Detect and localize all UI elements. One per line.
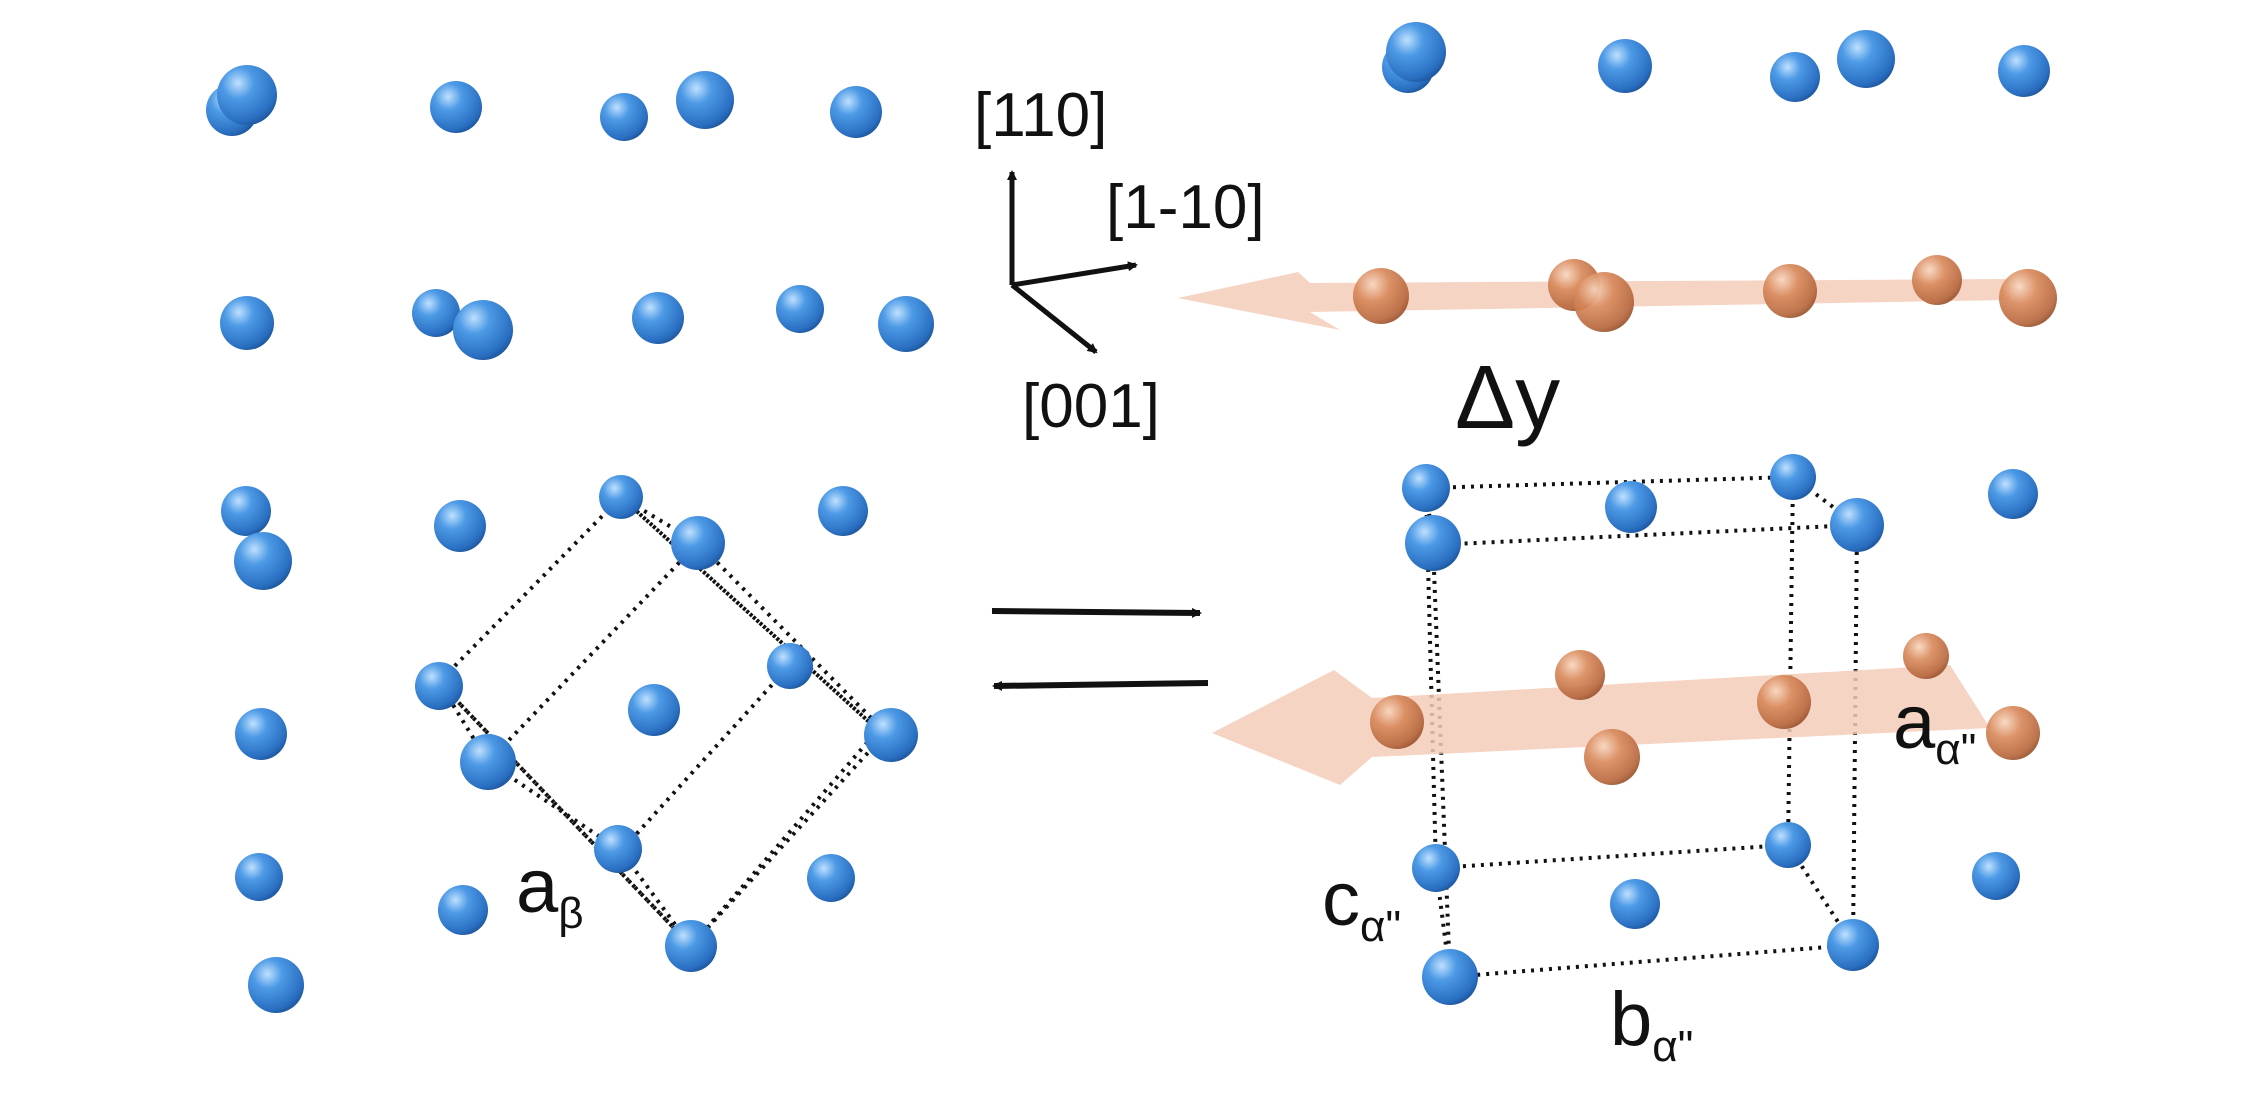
atom [1412,844,1460,892]
atom-orange [1370,695,1424,749]
atom [453,300,513,360]
atom [1422,949,1478,1005]
atom [415,662,463,710]
atom [1402,464,1450,512]
atom [767,643,813,689]
atom [864,708,918,762]
crystal-axes [1007,170,1138,354]
atom [1770,454,1816,500]
atom [632,292,684,344]
atom [807,854,855,902]
atom [665,920,717,972]
atom [1837,30,1895,88]
atom-orange [1999,269,2057,327]
a-beta-label: aβ [516,844,584,938]
delta-y-label: Δy [1455,348,1560,448]
atom [1998,45,2050,97]
atom [434,500,486,552]
atom [221,486,271,536]
axis-1-10-arrow [1011,261,1138,288]
atom-orange [1574,272,1634,332]
atom [830,86,882,138]
atom [234,532,292,590]
atom-orange [1353,268,1409,324]
atom [235,853,283,901]
atom [878,296,934,352]
atom [412,289,460,337]
atom [1972,852,2020,900]
atom [1598,39,1652,93]
alpha-phase-lattice: Δy aα" cα" bα" [1178,22,2057,1071]
atom-orange [1986,706,2040,760]
beta-phase-lattice: aβ [206,65,934,1013]
atom [818,486,868,536]
atom-orange [1763,264,1817,318]
axis-label-1-10: [1-10] [1106,173,1265,242]
atom [1988,469,2038,519]
axis-label-001: [001] [1022,372,1160,441]
axis-001-arrow [1010,283,1098,354]
atom [438,885,488,935]
atom [220,296,274,350]
atom [1405,515,1461,571]
atom [1830,498,1884,552]
atom-orange [1555,650,1605,700]
atom [628,684,680,736]
atom [671,516,725,570]
atom [599,475,643,519]
atom [430,81,482,133]
atom [776,285,824,333]
atom [676,71,734,129]
atom [235,708,287,760]
atom [460,734,516,790]
atom [600,93,648,141]
b-alpha-label: bα" [1610,977,1693,1071]
atom [1765,822,1811,868]
atom-orange [1903,633,1949,679]
atom [594,825,642,873]
atom-orange [1584,729,1640,785]
c-alpha-label: cα" [1322,857,1401,951]
atom [248,957,304,1013]
a-alpha-label: aα" [1893,680,1976,774]
atom [1610,879,1660,929]
axis-label-110: [110] [974,81,1107,150]
atom [217,65,277,125]
atom [1770,52,1820,102]
atom [1386,22,1446,82]
atom [1605,481,1657,533]
atom-orange [1912,255,1962,305]
atom [1827,919,1879,971]
atom-orange [1757,675,1811,729]
equilibrium-arrows-icon [991,607,1209,691]
